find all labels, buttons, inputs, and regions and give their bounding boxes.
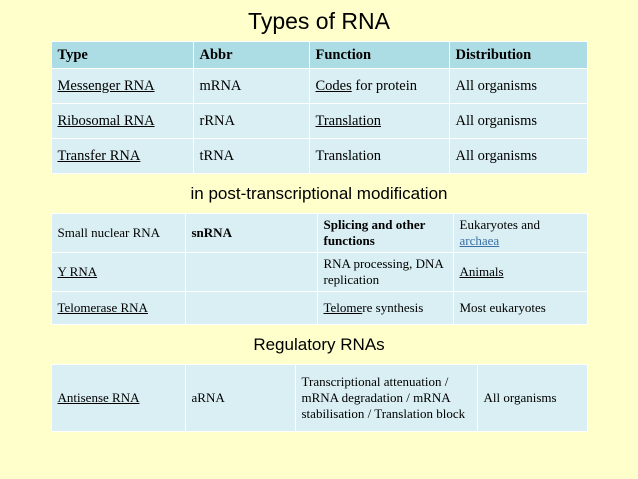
column-header-distribution: Distribution — [448, 41, 588, 69]
distribution-text: Eukaryotes and — [459, 217, 541, 232]
table-regulatory-rnas: Antisense RNA aRNA Transcriptional atten… — [50, 364, 588, 432]
type-label: Ribosomal RNA — [57, 112, 155, 129]
cell-type: Small nuclear RNA — [50, 213, 186, 253]
cell-distribution: Animals — [452, 252, 588, 292]
cell-abbr — [184, 252, 318, 292]
table-row: Small nuclear RNA snRNA Splicing and oth… — [50, 213, 588, 253]
table-row: Y RNA RNA processing, DNA replication An… — [50, 252, 588, 292]
cell-type: Transfer RNA — [50, 138, 194, 174]
function-rest: Translation — [315, 147, 382, 164]
cell-function: Transcriptional attenuation / mRNA degra… — [294, 364, 478, 432]
cell-distribution: All organisms — [448, 103, 588, 139]
table-row: Ribosomal RNA rRNA Translation All organ… — [50, 103, 588, 139]
page-title: Types of RNA — [248, 8, 390, 34]
cell-function: Translation — [308, 138, 450, 174]
function-rest: re synthesis — [362, 300, 424, 315]
subheading-regulatory: Regulatory RNAs — [253, 335, 385, 354]
table-row: Messenger RNA mRNA Codes for protein All… — [50, 68, 588, 104]
cell-abbr: aRNA — [184, 364, 296, 432]
function-underlined: Telome — [323, 300, 363, 315]
cell-type: Y RNA — [50, 252, 186, 292]
cell-type: Antisense RNA — [50, 364, 186, 432]
subheading-post-transcriptional: in post-transcriptional modification — [190, 184, 448, 203]
cell-distribution: Most eukaryotes — [452, 291, 588, 325]
distribution-link[interactable]: archaea — [459, 233, 500, 248]
cell-abbr — [184, 291, 318, 325]
function-rest: for protein — [351, 77, 417, 94]
cell-abbr: mRNA — [192, 68, 310, 104]
type-label: Messenger RNA — [57, 77, 155, 94]
distribution-link: Animals — [459, 264, 504, 279]
cell-distribution: All organisms — [476, 364, 588, 432]
function-underlined: Translation — [315, 112, 382, 129]
table-post-transcriptional: Small nuclear RNA snRNA Splicing and oth… — [50, 213, 588, 325]
cell-function: Telomere synthesis — [316, 291, 454, 325]
type-label: Telomerase RNA — [57, 300, 148, 315]
cell-abbr: tRNA — [192, 138, 310, 174]
cell-abbr: snRNA — [184, 213, 318, 253]
cell-type: Messenger RNA — [50, 68, 194, 104]
column-header-function: Function — [308, 41, 450, 69]
column-header-abbr: Abbr — [192, 41, 310, 69]
cell-function: RNA processing, DNA replication — [316, 252, 454, 292]
cell-function: Splicing and other functions — [316, 213, 454, 253]
column-header-type: Type — [50, 41, 194, 69]
function-underlined: Codes — [315, 77, 352, 94]
cell-function: Codes for protein — [308, 68, 450, 104]
type-label: Antisense RNA — [57, 390, 140, 405]
cell-distribution: Eukaryotes and archaea — [452, 213, 588, 253]
cell-function: Translation — [308, 103, 450, 139]
type-label: Y RNA — [57, 264, 98, 279]
table-row: Antisense RNA aRNA Transcriptional atten… — [50, 364, 588, 432]
cell-distribution: All organisms — [448, 68, 588, 104]
table-row: Transfer RNA tRNA Translation All organi… — [50, 138, 588, 174]
table-header-row: Type Abbr Function Distribution — [50, 41, 588, 69]
table-types-of-rna: Type Abbr Function Distribution Messenge… — [50, 41, 588, 174]
cell-abbr: rRNA — [192, 103, 310, 139]
cell-type: Telomerase RNA — [50, 291, 186, 325]
cell-type: Ribosomal RNA — [50, 103, 194, 139]
table-row: Telomerase RNA Telomere synthesis Most e… — [50, 291, 588, 325]
type-label: Transfer RNA — [57, 147, 141, 164]
cell-distribution: All organisms — [448, 138, 588, 174]
